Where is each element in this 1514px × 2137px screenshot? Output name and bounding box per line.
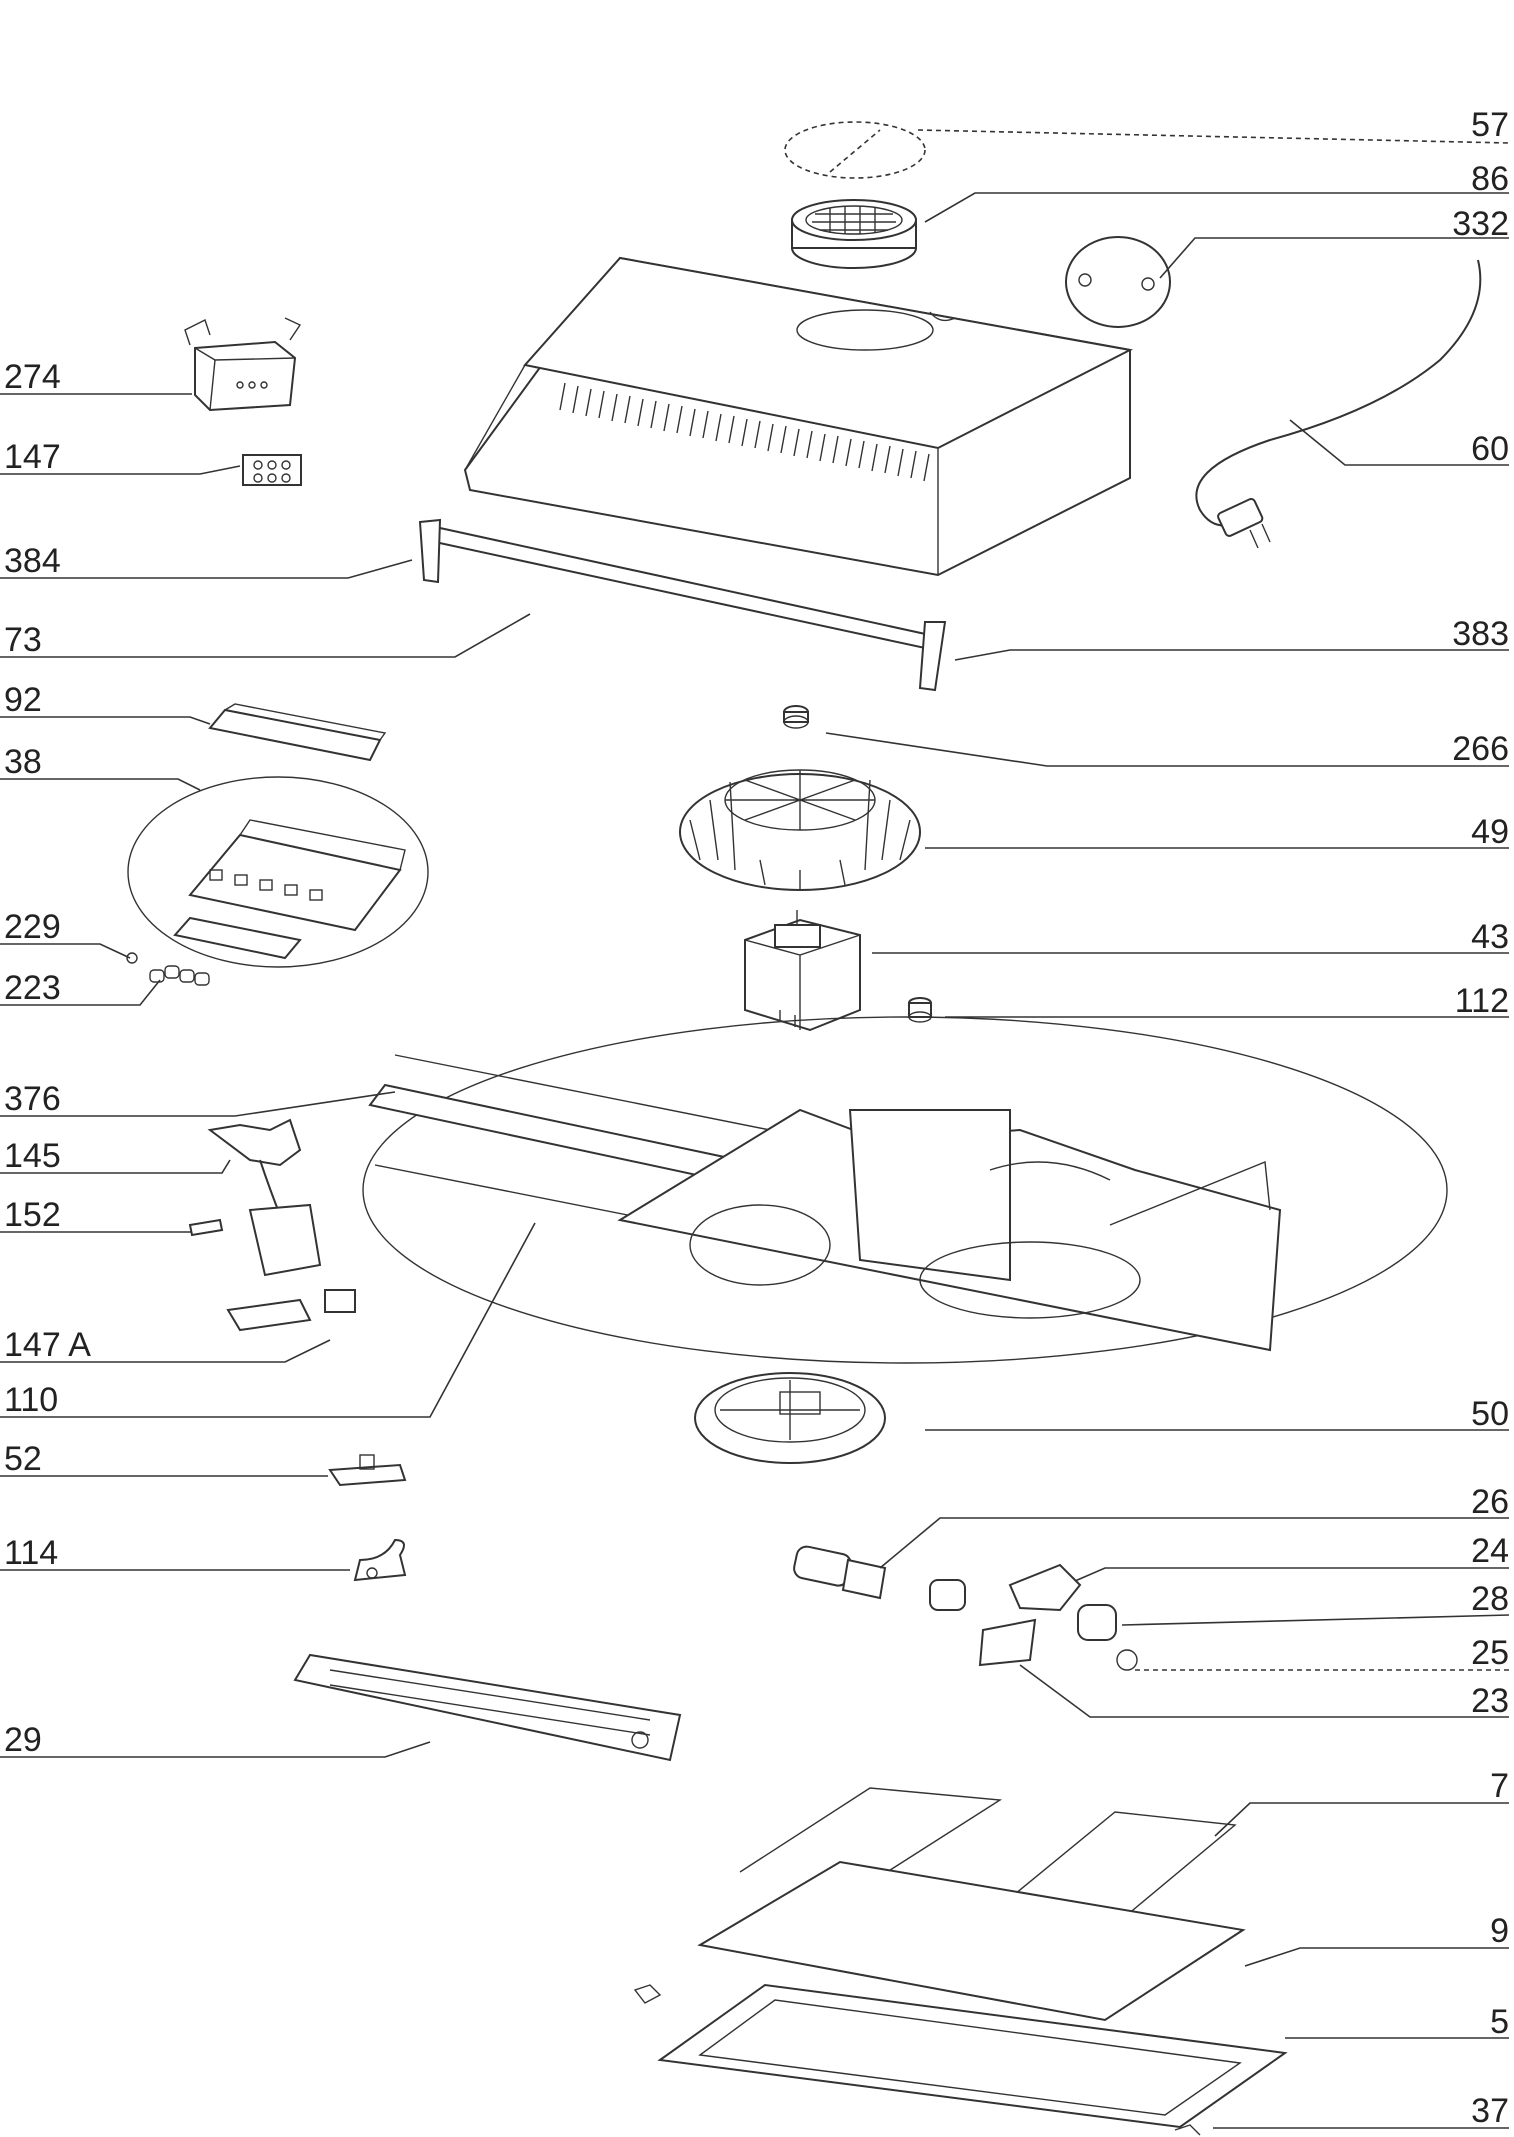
- part-57-drawing: [784, 121, 926, 179]
- label-376: 376: [4, 1080, 61, 1118]
- leader-lines: [0, 129, 1510, 2129]
- label-147a: 147 A: [4, 1326, 91, 1364]
- part-112-drawing: [908, 997, 932, 1023]
- label-147: 147: [4, 438, 61, 476]
- label-50: 50: [1471, 1395, 1509, 1433]
- label-24: 24: [1471, 1532, 1509, 1570]
- label-9: 9: [1490, 1912, 1509, 1950]
- label-25: 25: [1471, 1634, 1509, 1672]
- part-29-drawing: [293, 1653, 682, 1762]
- label-383: 383: [1452, 615, 1509, 653]
- label-5: 5: [1490, 2003, 1509, 2041]
- label-86: 86: [1471, 160, 1509, 198]
- hood-body-drawing: [463, 256, 1134, 577]
- label-26: 26: [1471, 1483, 1509, 1521]
- part-38-drawing: [127, 776, 429, 968]
- part-229-223-drawing: [126, 952, 210, 986]
- part-266-drawing: [783, 705, 809, 729]
- part-332-drawing: [1065, 236, 1171, 328]
- label-266: 266: [1452, 730, 1509, 768]
- part-145-152-147a-drawing: [188, 1118, 356, 1332]
- trim-strip-drawing: [418, 518, 947, 692]
- label-7: 7: [1490, 1767, 1509, 1805]
- label-384: 384: [4, 542, 61, 580]
- part-9-drawing: [697, 1860, 1246, 2022]
- part-114-drawing: [353, 1538, 407, 1582]
- part-86-drawing: [791, 199, 917, 269]
- label-332: 332: [1452, 205, 1509, 243]
- label-57: 57: [1471, 106, 1509, 144]
- label-152: 152: [4, 1196, 61, 1234]
- chassis-assembly-drawing: [362, 1016, 1448, 1364]
- label-73: 73: [4, 621, 42, 659]
- label-52: 52: [4, 1440, 42, 1478]
- part-49-drawing: [679, 769, 921, 891]
- label-92: 92: [4, 681, 42, 719]
- label-43: 43: [1471, 918, 1509, 956]
- label-110: 110: [4, 1381, 58, 1419]
- label-114: 114: [4, 1534, 58, 1572]
- label-37: 37: [1471, 2092, 1509, 2130]
- part-52-drawing: [328, 1454, 407, 1487]
- label-223: 223: [4, 969, 61, 1007]
- part-92-drawing: [208, 703, 387, 762]
- label-229: 229: [4, 908, 61, 946]
- label-29: 29: [4, 1721, 42, 1759]
- label-274: 274: [4, 358, 61, 396]
- label-23: 23: [1471, 1682, 1509, 1720]
- lamp-parts-drawing: [793, 1545, 1138, 1671]
- part-147-drawing: [242, 454, 302, 486]
- part-50-drawing: [694, 1372, 886, 1464]
- label-112: 112: [1455, 982, 1509, 1020]
- label-145: 145: [4, 1137, 61, 1175]
- label-60: 60: [1471, 430, 1509, 468]
- part-60-drawing: [1195, 259, 1482, 549]
- part-43-drawing: [744, 910, 861, 1032]
- label-28: 28: [1471, 1580, 1509, 1618]
- part-5-drawing: [633, 1983, 1288, 2136]
- label-38: 38: [4, 743, 42, 781]
- part-274-drawing: [184, 317, 302, 412]
- part-7-drawing: [739, 1787, 1237, 1951]
- label-49: 49: [1471, 813, 1509, 851]
